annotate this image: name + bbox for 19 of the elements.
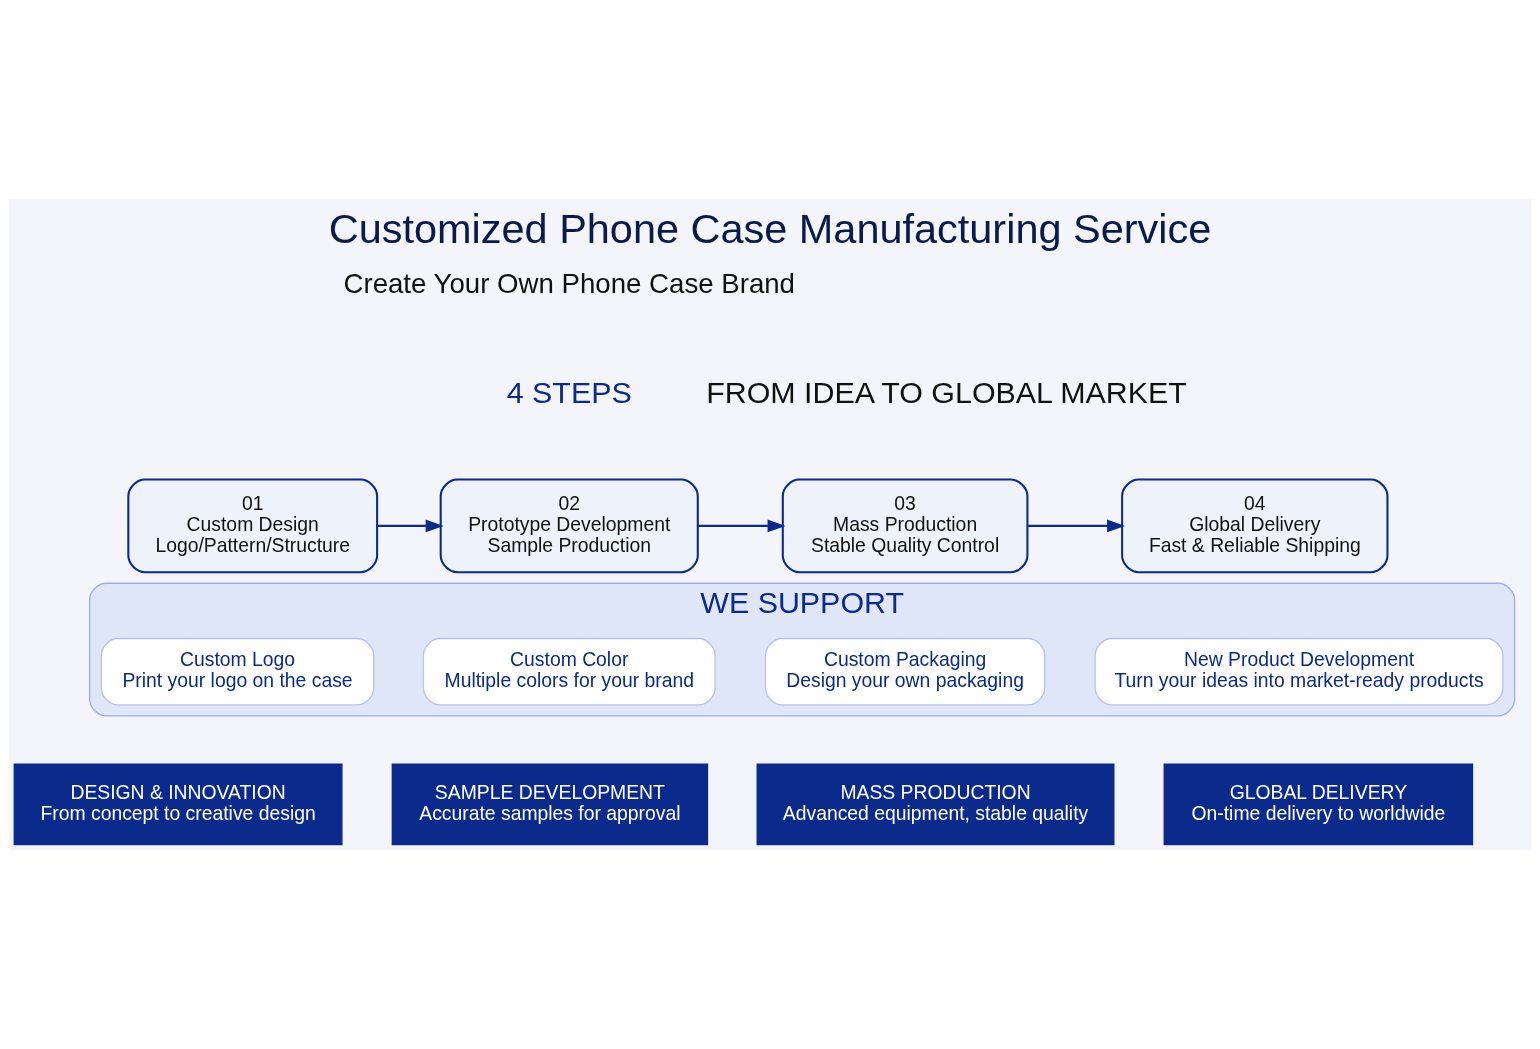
arrow [377, 519, 444, 533]
label: FROM IDEA TO GLOBAL MARKET [706, 375, 1187, 410]
node-box: Custom Logo Print your logo on the case [100, 637, 375, 706]
node-box: New Product Development Turn your ideas into market-ready products [1094, 637, 1504, 706]
arrow [1028, 519, 1126, 533]
label: Create Your Own Phone Case Brand [343, 267, 795, 299]
node-box: Custom Packaging Design your own packaging [764, 637, 1046, 706]
node-box: 01 Custom Design Logo/Pattern/Structure [127, 478, 379, 574]
node-box: 04 Global Delivery Fast & Reliable Shipping [1121, 478, 1389, 574]
node-box: 03 Mass Production Stable Quality Control [781, 478, 1029, 574]
node-box: DESIGN & INNOVATION From concept to creative design [13, 763, 343, 846]
node-box: 02 Prototype Development Sample Production [439, 478, 699, 574]
node-box: GLOBAL DELIVERY On-time delivery to worldwide [1163, 763, 1474, 846]
label: 4 STEPS [506, 375, 632, 410]
node-box: MASS PRODUCTION Advanced equipment, stable quality [756, 763, 1115, 846]
arrow [697, 519, 786, 533]
diagram-title: Customized Phone Case Manufacturing Service [328, 205, 1212, 253]
node-box: Custom Color Multiple colors for your brand [422, 637, 716, 706]
node-box: SAMPLE DEVELOPMENT Accurate samples for approval [391, 763, 709, 846]
